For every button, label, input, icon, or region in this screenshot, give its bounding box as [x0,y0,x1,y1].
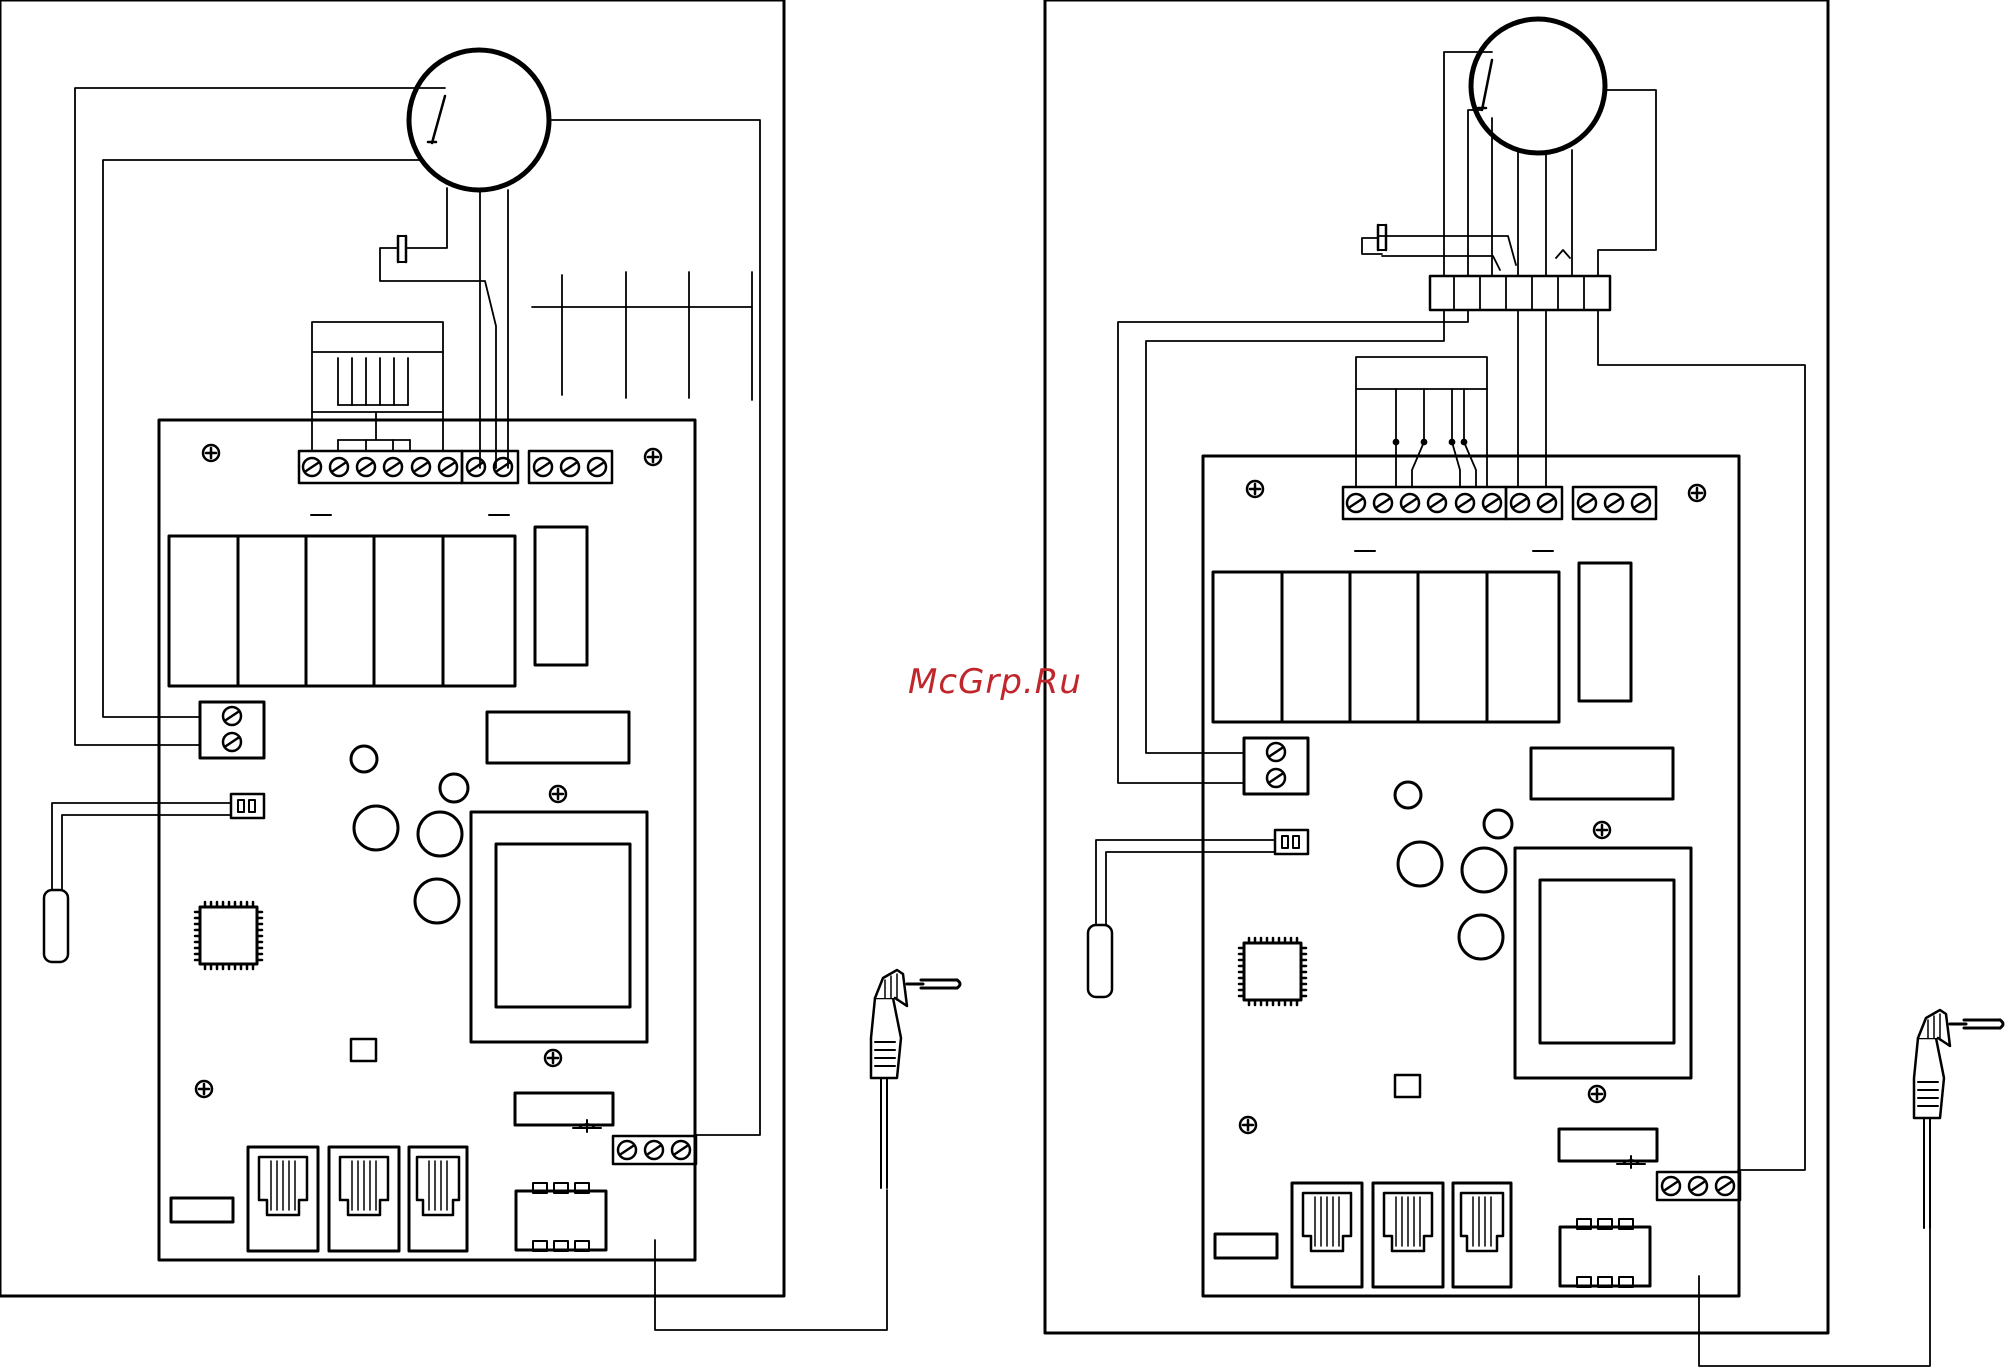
right-control-board [1203,456,1740,1296]
watermark-text: McGrp.Ru [908,662,1082,702]
left-control-board [159,420,696,1260]
left-thermostat [409,50,549,190]
right-wiring-diagram [1045,0,2003,1366]
left-wiring-diagram [0,0,960,1330]
